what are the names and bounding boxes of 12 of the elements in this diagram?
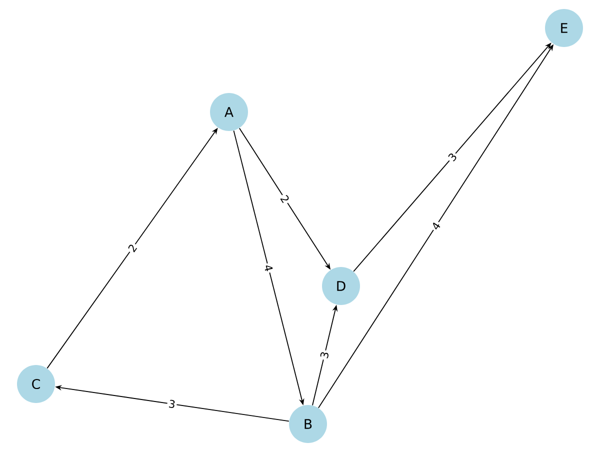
graph-node: C (17, 365, 55, 403)
graph-node: A (210, 93, 248, 131)
edge-label: 3 (320, 352, 328, 358)
edge-label: 2 (128, 244, 138, 252)
edge-label: 3 (448, 153, 456, 162)
edge-label: 3 (168, 400, 175, 408)
graph-node: D (322, 267, 360, 305)
edge-label: 2 (280, 195, 289, 204)
graph-node: B (289, 405, 327, 443)
edge-label: 4 (264, 265, 273, 272)
edge-label: 4 (432, 222, 440, 230)
graph-node: E (545, 9, 583, 47)
